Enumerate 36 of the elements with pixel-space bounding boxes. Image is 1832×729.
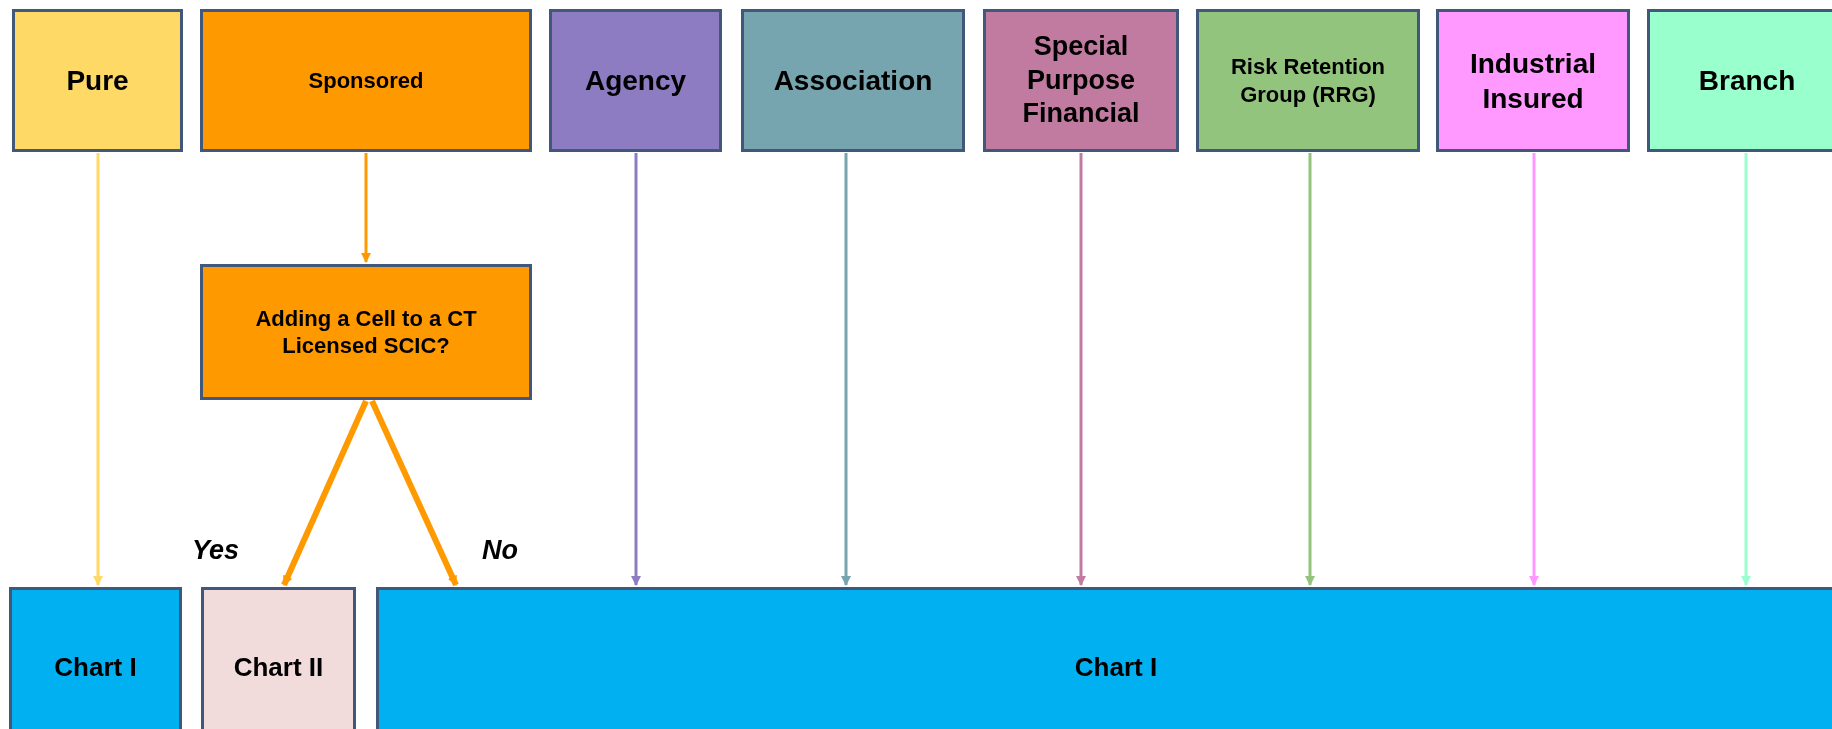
node-label: Special Purpose Financial [1021,29,1141,131]
node-label: Adding a Cell to a CT Licensed SCIC? [254,304,478,360]
node-label: Chart I [54,650,137,684]
arrow [1305,153,1315,586]
category-box [741,9,965,152]
node-label: Industrial Insured [1469,46,1597,116]
category-box [1436,9,1630,152]
arrow [361,153,371,263]
node-label: Chart II [233,650,324,684]
category-box [12,9,183,152]
arrow [1529,153,1539,586]
arrow [1076,153,1086,586]
node-label: Pure [66,64,129,98]
node-label: Association [773,64,933,98]
category-box [549,9,722,152]
edge-label: Yes [192,534,240,567]
category-box [200,9,532,152]
edge-label: No [482,534,518,567]
arrow [369,399,459,587]
node-label: Chart I [1074,650,1158,684]
arrow [1741,153,1751,586]
node-label: Agency [584,64,687,98]
node-label: Risk Retention Group (RRG) [1230,53,1386,108]
category-box [1647,9,1832,152]
chart-box [201,587,356,729]
node-label: Branch [1698,64,1796,98]
node-label: Sponsored [308,66,424,95]
category-box [1196,9,1420,152]
category-box [983,9,1179,152]
arrow [841,153,851,586]
arrow [93,153,103,586]
decision-box [200,264,532,400]
arrow [631,153,641,586]
chart-box [9,587,182,729]
arrow [281,399,369,587]
chart-box [376,587,1832,729]
